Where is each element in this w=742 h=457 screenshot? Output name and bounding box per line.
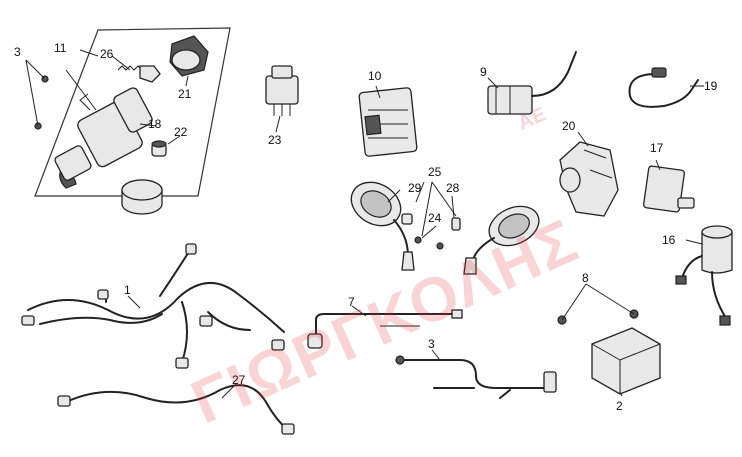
spring-part [117, 65, 161, 83]
label-29: 29 [408, 181, 422, 195]
battery-part [557, 309, 661, 395]
mirror-hardware-parts [401, 213, 461, 250]
bolt-part [151, 140, 167, 157]
label-28: 28 [446, 181, 460, 195]
watermark-text: ΓΙΩΡΓΚΟΛΗΣ [182, 206, 589, 438]
label-24: 24 [428, 211, 442, 225]
switch-cap-part [169, 35, 209, 77]
ignition-switch-part [54, 87, 153, 189]
left-mirror-part [350, 181, 415, 271]
horn-wire-part [628, 67, 699, 108]
label-21: 21 [178, 87, 192, 101]
label-22: 22 [174, 125, 188, 139]
ignition-group-frame [34, 27, 231, 197]
screw-parts [34, 75, 49, 130]
relay-part [265, 65, 299, 116]
label-11: 11 [54, 41, 67, 55]
spark-plug-cable-part [307, 309, 463, 349]
cdi-unit-part [358, 87, 418, 157]
label-9: 9 [480, 65, 487, 79]
starter-solenoid-part [675, 225, 733, 326]
label-3-top: 3 [14, 45, 21, 59]
label-25: 25 [428, 165, 442, 179]
label-7: 7 [348, 295, 355, 309]
label-20: 20 [562, 119, 576, 133]
battery-cable-part [395, 355, 557, 399]
label-2: 2 [616, 399, 623, 413]
part-labels: 11 3 26 21 18 22 23 10 9 19 20 17 16 25 … [14, 41, 718, 413]
fuel-cap-part [121, 179, 163, 215]
label-18: 18 [148, 117, 162, 131]
label-8: 8 [582, 271, 589, 285]
label-16: 16 [662, 233, 676, 247]
leader-lines [25, 49, 704, 399]
starter-relay-part [559, 141, 619, 217]
main-harness-part [21, 243, 285, 369]
label-26: 26 [100, 47, 114, 61]
label-27: 27 [232, 373, 246, 387]
flasher-relay-part [487, 51, 577, 115]
label-23: 23 [268, 133, 282, 147]
right-mirror-part [463, 205, 540, 275]
fuse-part [642, 165, 695, 213]
secondary-harness-part [57, 384, 295, 435]
label-3-cable: 3 [428, 337, 435, 351]
label-1: 1 [124, 283, 131, 297]
label-10: 10 [368, 69, 382, 83]
label-19: 19 [704, 79, 718, 93]
label-17: 17 [650, 141, 664, 155]
